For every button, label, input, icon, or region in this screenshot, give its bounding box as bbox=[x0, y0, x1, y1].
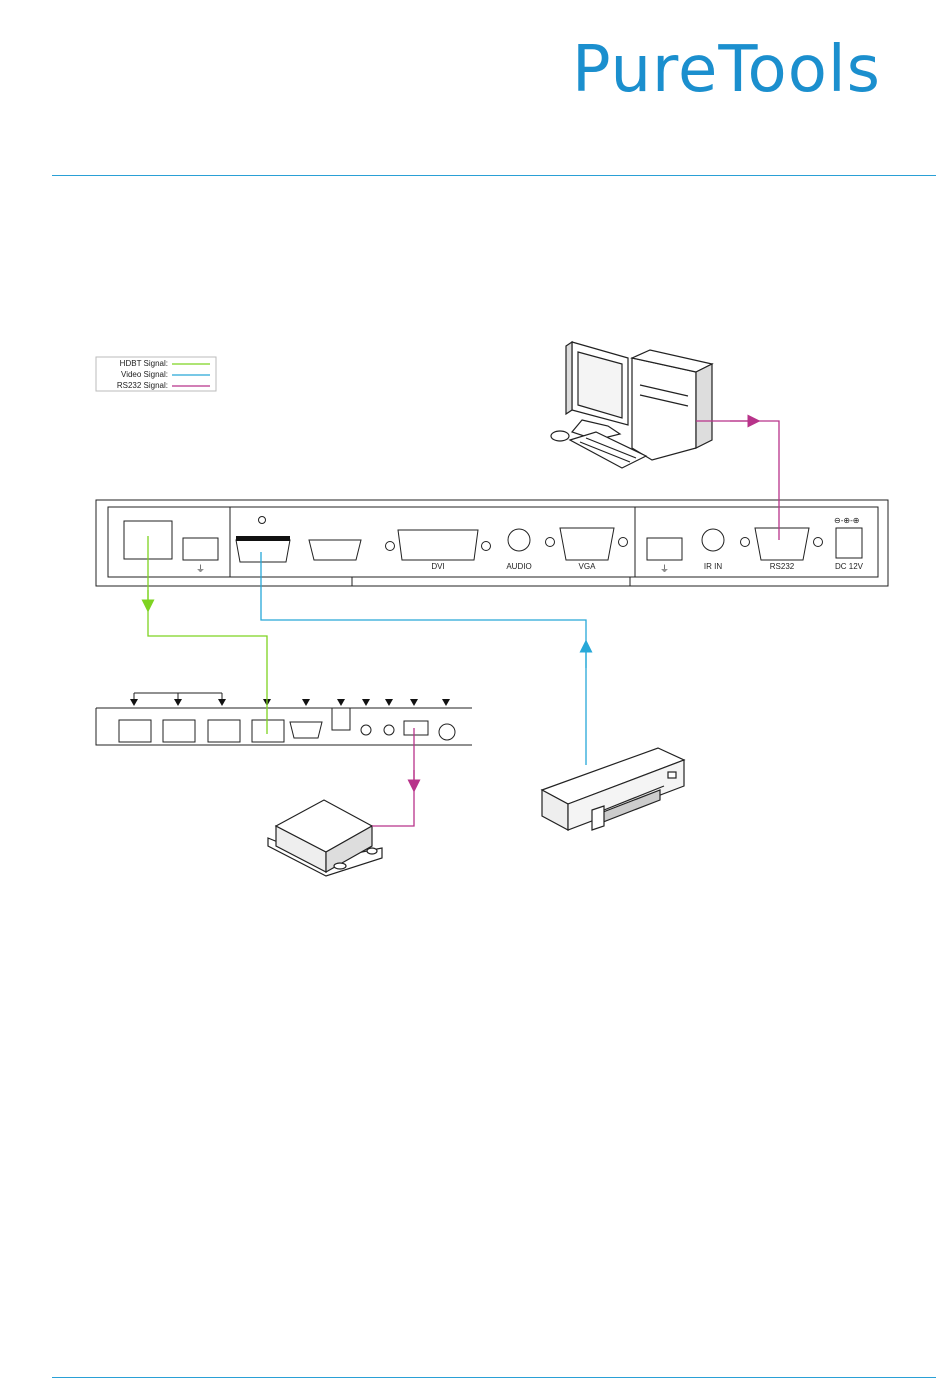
rear-panel-labels: DVI AUDIO VGA IR IN RS232 DC 12V bbox=[431, 562, 863, 571]
receiver-hdmi-port bbox=[290, 722, 322, 738]
hdmi-in-port bbox=[236, 540, 290, 562]
audio-port bbox=[508, 529, 530, 551]
dvi-label: DVI bbox=[431, 562, 444, 571]
receiver-port-2 bbox=[163, 720, 195, 742]
hdbt-signal-line bbox=[148, 536, 267, 734]
ground-port-right bbox=[647, 538, 682, 560]
rs232-device-line bbox=[372, 728, 414, 826]
receiver-port-1 bbox=[119, 720, 151, 742]
ir-in-port bbox=[702, 529, 724, 551]
ir-in-label: IR IN bbox=[704, 562, 722, 571]
audio-label: AUDIO bbox=[506, 562, 531, 571]
dvd-player-icon bbox=[542, 748, 684, 830]
svg-text:⊖-⊕-⊕: ⊖-⊕-⊕ bbox=[834, 516, 859, 525]
receiver-port-3 bbox=[208, 720, 240, 742]
receiver-rs232-port bbox=[404, 721, 428, 735]
dc-power-port bbox=[836, 528, 862, 558]
receiver-hdbt-port bbox=[252, 720, 284, 742]
ir-device-icon bbox=[268, 800, 382, 876]
dvi-port bbox=[398, 530, 478, 560]
legend-rs232-label: RS232 Signal: bbox=[117, 381, 168, 390]
legend-video-label: Video Signal: bbox=[121, 370, 168, 379]
dc-label: DC 12V bbox=[835, 562, 864, 571]
ground-port-left bbox=[183, 538, 218, 560]
legend-hdbt-label: HDBT Signal: bbox=[120, 359, 168, 368]
rear-panel: ⏚ ⏚ ⊖-⊕-⊕ bbox=[96, 500, 888, 586]
computer-icon bbox=[551, 342, 712, 468]
vga-port bbox=[560, 528, 614, 560]
svg-text:⏚: ⏚ bbox=[660, 564, 669, 574]
signal-legend: HDBT Signal: Video Signal: RS232 Signal: bbox=[96, 357, 216, 391]
hdmi-port-2 bbox=[309, 540, 361, 560]
video-signal-line bbox=[261, 552, 586, 765]
rs232-label: RS232 bbox=[770, 562, 795, 571]
rs232-port bbox=[755, 528, 809, 560]
vga-label: VGA bbox=[579, 562, 597, 571]
svg-text:⏚: ⏚ bbox=[196, 564, 205, 574]
receiver-arrows bbox=[130, 699, 450, 706]
